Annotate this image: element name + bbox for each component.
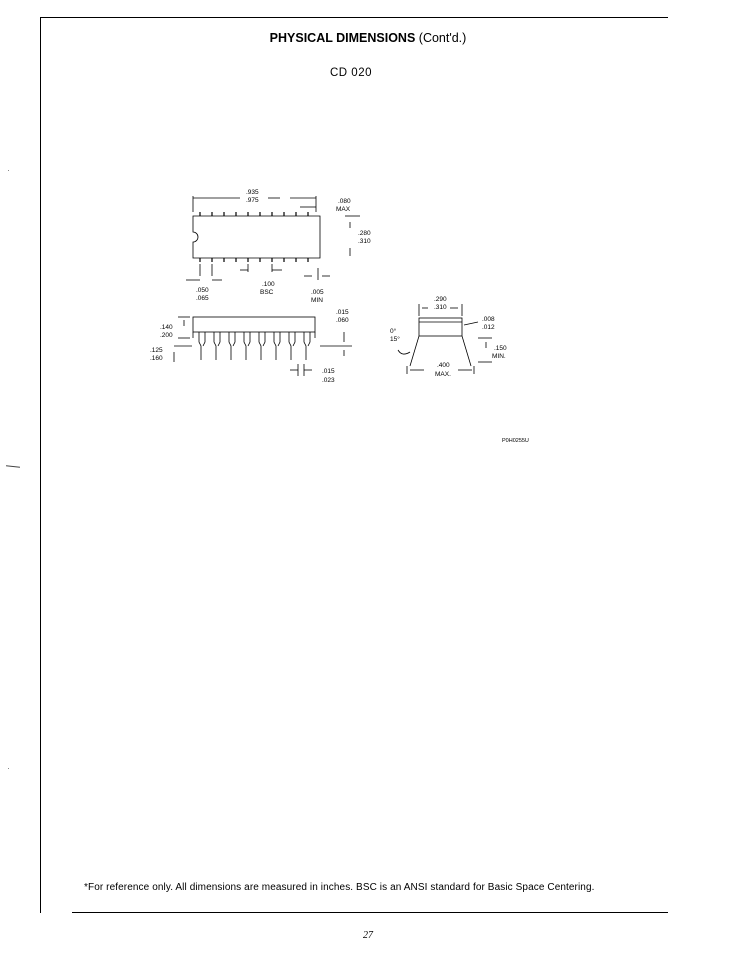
dim-lead-t-a: .008 — [482, 316, 495, 323]
title-bold: PHYSICAL DIMENSIONS — [269, 31, 416, 45]
dim-pin-a: .015 — [322, 368, 335, 375]
dim-row-val: .400 — [437, 362, 450, 369]
page-frame-top — [40, 17, 668, 18]
page-title: PHYSICAL DIMENSIONS (Cont'd.) — [0, 31, 736, 45]
page-number: 27 — [363, 930, 373, 941]
dim-thick-a: .015 — [336, 309, 349, 316]
dim-lead-t-b: .012 — [482, 324, 495, 331]
top-view — [186, 196, 360, 281]
dim-body-b: .200 — [160, 332, 173, 339]
page-frame-bottom — [72, 912, 668, 913]
top-view-pins — [199, 212, 309, 262]
dim-thick-b: .060 — [336, 317, 349, 324]
page-frame-left — [40, 17, 41, 913]
dim-max-label: MAX — [336, 206, 351, 213]
side-view-leads — [198, 332, 311, 360]
dim-min-val: .005 — [311, 289, 324, 296]
dim-width-b: .310 — [358, 238, 371, 245]
dim-pitch: .100 — [262, 281, 275, 288]
end-view-lead-right — [461, 335, 472, 367]
dim-body-a: .140 — [160, 324, 173, 331]
end-view-dimension-lines — [397, 304, 492, 374]
end-view-lead-left — [409, 335, 420, 367]
dim-angle-b: 15° — [390, 335, 400, 343]
dim-seat-a: .125 — [150, 347, 163, 354]
dim-min-label: MIN — [311, 297, 323, 304]
dim-lead-a: .050 — [196, 287, 209, 294]
dim-length-b: .975 — [246, 197, 259, 204]
dim-pitch-label: BSC — [260, 289, 274, 296]
dim-angle-a: 0° — [390, 327, 397, 335]
side-view-body — [192, 316, 316, 333]
package-code: CD 020 — [330, 67, 372, 79]
dim-pin-b: .023 — [322, 377, 335, 384]
dim-end-b: .310 — [434, 304, 447, 311]
figure-id: P0H0255U — [502, 438, 529, 444]
scan-speck — [8, 768, 9, 769]
scan-speck — [8, 170, 9, 171]
dim-stand-val: .150 — [494, 345, 507, 352]
dim-end-a: .290 — [434, 296, 447, 303]
side-view — [173, 316, 352, 376]
dim-row-label: MAX. — [435, 371, 451, 378]
dim-stand-label: MIN. — [492, 353, 506, 360]
footnote: *For reference only. All dimensions are … — [84, 882, 595, 893]
dim-seat-b: .160 — [150, 355, 163, 362]
top-view-dimension-lines — [186, 196, 360, 281]
dim-max-val: .080 — [338, 198, 351, 205]
side-view-dimension-lines — [173, 316, 352, 376]
end-view-body — [418, 317, 463, 337]
dim-length-a: .935 — [246, 189, 259, 196]
end-view — [397, 304, 492, 374]
title-suffix: (Cont'd.) — [418, 31, 467, 45]
dim-lead-b: .065 — [196, 295, 209, 302]
top-view-body — [192, 215, 321, 259]
dim-width-a: .280 — [358, 230, 371, 237]
